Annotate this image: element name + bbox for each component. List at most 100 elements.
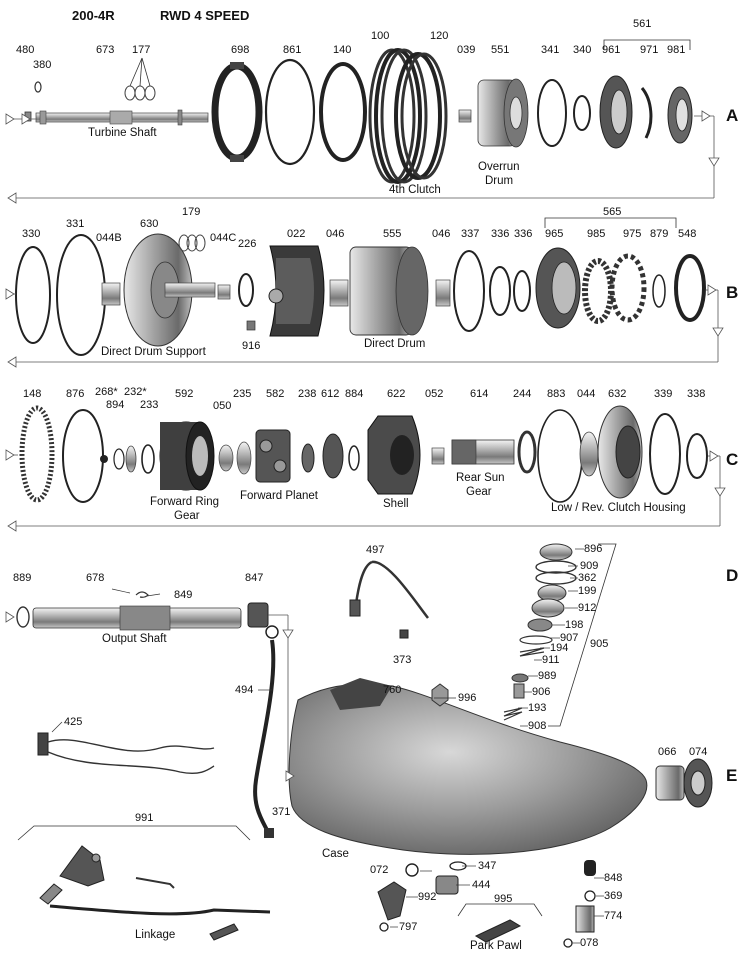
part-number: 044C — [210, 232, 237, 244]
part-number: 066 — [658, 746, 677, 758]
part-number: 961 — [602, 44, 621, 56]
caption-rear-sun-gear-line2: Gear — [466, 486, 492, 498]
part-number: 362 — [578, 572, 597, 584]
part-number: 331 — [66, 218, 85, 230]
part-number: 338 — [687, 388, 706, 400]
part-number: 985 — [587, 228, 606, 240]
part-number: 906 — [532, 686, 551, 698]
section-a-parts — [24, 39, 693, 184]
part-number: 044B — [96, 232, 122, 244]
part-number: 555 — [383, 228, 402, 240]
part-number: 774 — [604, 910, 623, 922]
part-number: 916 — [242, 340, 261, 352]
part-number: 226 — [238, 238, 257, 250]
part-number: 369 — [604, 890, 623, 902]
part-number: 848 — [604, 872, 623, 884]
part-number: 268* — [95, 386, 118, 398]
header-type: RWD 4 SPEED — [160, 8, 250, 23]
caption-output-shaft: Output Shaft — [102, 633, 167, 645]
part-number: 894 — [106, 399, 125, 411]
part-number: 592 — [175, 388, 194, 400]
part-number: 046 — [432, 228, 451, 240]
caption-direct-drum: Direct Drum — [364, 338, 426, 350]
part-number: 022 — [287, 228, 306, 240]
part-number: 340 — [573, 44, 592, 56]
part-number: 847 — [245, 572, 264, 584]
part-number: 582 — [266, 388, 285, 400]
part-number: 233 — [140, 399, 159, 411]
part-number: 425 — [64, 716, 83, 728]
part-number: 072 — [370, 864, 389, 876]
part-number: 336 — [491, 228, 510, 240]
part-number: 244 — [513, 388, 532, 400]
part-number: 971 — [640, 44, 659, 56]
part-number: 371 — [272, 806, 291, 818]
part-number: 849 — [174, 589, 193, 601]
part-number: 991 — [135, 812, 154, 824]
part-number: 235 — [233, 388, 252, 400]
part-number: 373 — [393, 654, 412, 666]
part-number: 612 — [321, 388, 340, 400]
section-label-b: B — [726, 283, 739, 302]
section-label-e: E — [726, 766, 738, 785]
part-number: 232* — [124, 386, 147, 398]
part-number: 889 — [13, 572, 32, 584]
leader-lines — [51, 548, 604, 944]
part-number: 879 — [650, 228, 669, 240]
part-number: 632 — [608, 388, 627, 400]
part-number: 179 — [182, 206, 201, 218]
part-number: 909 — [580, 560, 599, 572]
part-number: 876 — [66, 388, 85, 400]
caption-overrun-drum-line2: Drum — [485, 175, 514, 187]
part-number: 199 — [578, 585, 597, 597]
caption-shell: Shell — [383, 498, 409, 510]
part-number: 565 — [603, 206, 622, 218]
part-number: 760 — [383, 684, 402, 696]
part-number: 912 — [578, 602, 597, 614]
section-label-c: C — [726, 450, 739, 469]
part-number: 380 — [33, 59, 52, 71]
part-number: 896 — [584, 543, 603, 555]
section-b-parts — [15, 217, 706, 356]
section-c-parts — [19, 405, 708, 503]
part-number: 996 — [458, 692, 477, 704]
part-number: 861 — [283, 44, 302, 56]
part-number: 965 — [545, 228, 564, 240]
part-number: 341 — [541, 44, 560, 56]
caption-direct-drum-support: Direct Drum Support — [101, 346, 206, 358]
part-number: 444 — [472, 879, 491, 891]
part-number: 050 — [213, 400, 232, 412]
part-number: 078 — [580, 937, 599, 949]
part-number: 989 — [538, 670, 557, 682]
section-label-d: D — [726, 566, 739, 585]
part-number: 905 — [590, 638, 609, 650]
part-number: 140 — [333, 44, 352, 56]
part-number: 100 — [371, 30, 390, 42]
part-number: 177 — [132, 44, 151, 56]
part-number: 908 — [528, 720, 547, 732]
part-number: 494 — [235, 684, 254, 696]
part-number: 238 — [298, 388, 317, 400]
part-number: 673 — [96, 44, 115, 56]
part-number: 907 — [560, 632, 579, 644]
part-number: 120 — [430, 30, 449, 42]
caption-rear-sun-gear: Rear Sun — [456, 472, 505, 484]
part-number: 883 — [547, 388, 566, 400]
part-number: 911 — [542, 654, 560, 666]
part-number: 074 — [689, 746, 708, 758]
caption-forward-planet: Forward Planet — [240, 490, 318, 502]
part-number: 995 — [494, 893, 513, 905]
part-number: 198 — [565, 619, 584, 631]
part-number: 678 — [86, 572, 105, 584]
part-number: 548 — [678, 228, 697, 240]
header-model: 200-4R — [72, 8, 115, 23]
section-d-e-parts — [16, 543, 713, 948]
part-number: 981 — [667, 44, 686, 56]
caption-4th-clutch: 4th Clutch — [389, 184, 441, 196]
caption-linkage: Linkage — [135, 929, 176, 941]
caption-overrun-drum: Overrun — [478, 161, 520, 173]
part-number: 622 — [387, 388, 406, 400]
part-number: 148 — [23, 388, 42, 400]
part-number: 975 — [623, 228, 642, 240]
